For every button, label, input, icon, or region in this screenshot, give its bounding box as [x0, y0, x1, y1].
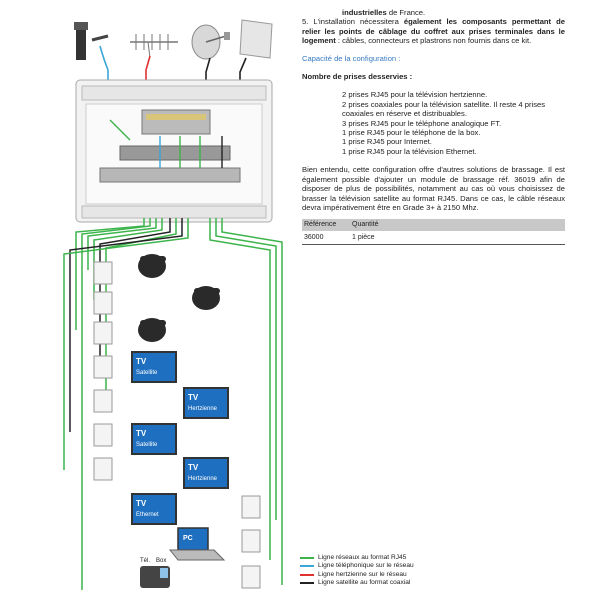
reference-table: Référence Quantité 36000 1 pièce	[302, 219, 565, 246]
antenna-icon	[74, 22, 109, 60]
legend-swatch	[300, 557, 314, 560]
intro-rest: de France.	[386, 8, 426, 17]
legend-item: Ligne satellite au format coaxial	[300, 579, 414, 587]
table-header: Quantité	[350, 219, 565, 231]
tv-sub-label: Hertzienne	[188, 476, 218, 482]
text-column: industrielles de France. 5. L'installati…	[302, 8, 565, 246]
tv-sub-label: Satellite	[136, 370, 158, 376]
tv-sub-label: Hertzienne	[188, 406, 218, 412]
desk-phone-icon	[140, 566, 170, 588]
list-item: 3 prises RJ45 pour le téléphone analogiq…	[342, 118, 502, 128]
flat-antenna-icon	[239, 19, 273, 59]
table-cell: 1 pièce	[350, 230, 565, 246]
list-item: 2 prises RJ45 pour la télévision hertzie…	[342, 90, 488, 100]
wall-outlets	[93, 261, 261, 589]
tv-label: TV	[188, 463, 199, 472]
laptop-icon: PC	[168, 527, 226, 561]
telephone-icon	[138, 254, 220, 342]
tv-label: TV	[136, 499, 147, 508]
table-cell: 36000	[302, 230, 350, 246]
item-5-end: : câbles, connecteurs et plastrons non f…	[335, 36, 532, 46]
installation-diagram: TV Satellite TV Hertzienne TV Satellite …	[63, 19, 283, 590]
intro-bold: industrielles	[342, 8, 387, 17]
legend-item: Ligne téléphonique sur le réseau	[300, 562, 414, 570]
pc-label: PC	[183, 535, 193, 542]
tv-label: TV	[136, 357, 147, 366]
legend-item: Ligne hertzienne sur le réseau	[300, 571, 414, 579]
network-cabinet	[75, 79, 273, 223]
tv-label: TV	[188, 393, 199, 402]
legend-label: Ligne réseaux au format RJ45	[318, 554, 407, 561]
legend: Ligne réseaux au format RJ45 Ligne télép…	[300, 554, 414, 587]
tel-label: Tél.	[140, 558, 150, 564]
table-header: Référence	[302, 219, 350, 231]
tv-sub-label: Ethernet	[136, 512, 159, 518]
list-item: 1 prise RJ45 pour Internet.	[342, 137, 432, 147]
list-item: 2 prises coaxiales pour la télévision sa…	[342, 99, 546, 119]
legend-label: Ligne téléphonique sur le réseau	[318, 562, 414, 570]
prises-list: 2 prises RJ45 pour la télévision hertzie…	[342, 90, 565, 156]
tv-label: TV	[136, 429, 147, 438]
config-title: Capacité de la configuration :	[302, 53, 401, 63]
box-label: Box	[156, 558, 166, 564]
brassage-paragraph: Bien entendu, cette configuration offre …	[302, 165, 565, 212]
intro-line: industrielles de France.	[342, 8, 565, 17]
legend-swatch	[300, 565, 314, 568]
tv-sub-label: Satellite	[136, 442, 158, 448]
legend-item: Ligne réseaux au format RJ45	[300, 554, 414, 562]
list-item: 1 prise RJ45 pour le téléphone de la box…	[342, 128, 481, 138]
list-item: 1 prise RJ45 pour la télévision Ethernet…	[342, 146, 477, 156]
legend-swatch	[300, 573, 314, 576]
legend-label: Ligne hertzienne sur le réseau	[318, 570, 407, 578]
legend-swatch	[300, 582, 314, 585]
prises-title: Nombre de prises desservies :	[302, 72, 413, 82]
tv-icons: TV Satellite TV Hertzienne TV Satellite …	[131, 351, 229, 525]
satellite-dish-icon	[191, 24, 230, 60]
item-5-bold: également les composants permettant de r…	[302, 17, 565, 46]
item-5: 5. L'installation nécessitera également …	[302, 17, 565, 45]
table-row: 36000 1 pièce	[302, 230, 565, 246]
hertzian-antenna-icon	[130, 34, 178, 59]
legend-label: Ligne satellite au format coaxial	[318, 578, 411, 586]
item-5-start: 5. L'installation nécessitera	[302, 17, 404, 27]
